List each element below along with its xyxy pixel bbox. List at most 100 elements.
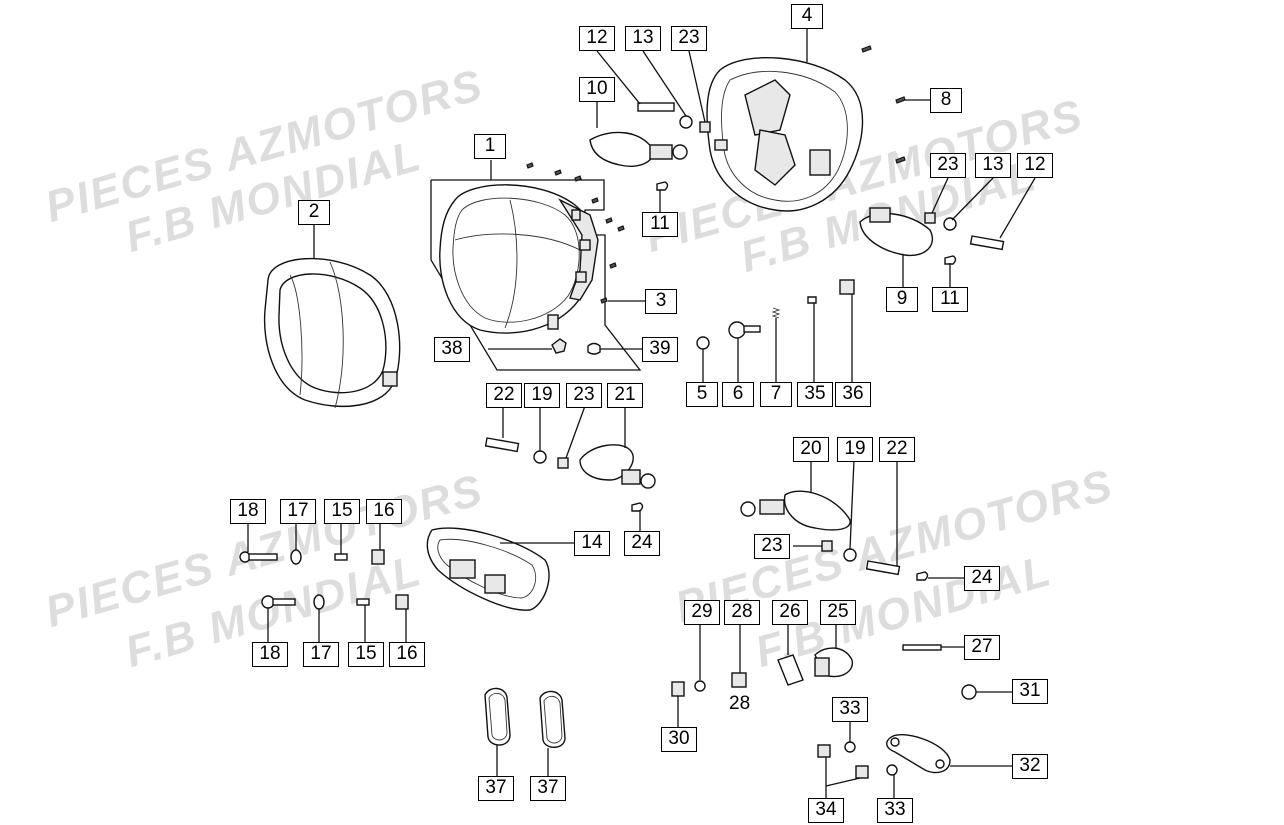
callout-22: 22: [879, 437, 915, 462]
callout-13: 13: [975, 153, 1011, 178]
callout-33: 33: [832, 697, 868, 722]
bulb: [944, 255, 957, 265]
washer: [533, 450, 547, 464]
callout-24: 24: [624, 531, 660, 556]
callout-26: 26: [772, 600, 808, 625]
nut: [821, 540, 833, 552]
indicator-rear-left: [579, 444, 656, 489]
callout-24: 24: [964, 566, 1000, 591]
license-lamp: [814, 647, 854, 678]
nut: [924, 212, 936, 224]
callout-20: 20: [793, 437, 829, 462]
grommet: [839, 279, 855, 295]
callout-32: 32: [1012, 754, 1048, 779]
callout-19: 19: [837, 437, 873, 462]
bolt: [637, 102, 675, 112]
bulb-socket: [551, 338, 567, 354]
callout-37: 37: [530, 776, 566, 801]
callout-34: 34: [808, 798, 844, 823]
callout-18: 18: [252, 642, 288, 667]
tail-light-hardware-bottom: [261, 594, 409, 610]
callout-30: 30: [661, 727, 697, 752]
callout-9: 9: [886, 287, 918, 312]
nut: [855, 765, 869, 779]
callout-6: 6: [722, 382, 754, 407]
callout-28: 28: [724, 600, 760, 625]
callout-35: 35: [797, 382, 833, 407]
screw: [807, 296, 817, 304]
washer: [943, 217, 957, 231]
headlight-rim: [263, 257, 401, 409]
bulb: [961, 684, 977, 700]
nut: [699, 121, 711, 133]
grommet: [731, 672, 747, 688]
washer: [844, 741, 856, 753]
callout-8: 8: [930, 88, 962, 113]
callout-17: 17: [280, 499, 316, 524]
nut: [671, 681, 685, 697]
callout-16: 16: [389, 642, 425, 667]
callout-27: 27: [964, 635, 1000, 660]
callout-29: 29: [684, 600, 720, 625]
headlight-housing: [706, 56, 864, 212]
callout-13: 13: [625, 26, 661, 51]
nut: [557, 457, 569, 469]
screw: [902, 644, 942, 651]
callout-1: 1: [474, 134, 506, 159]
callout-23: 23: [754, 534, 790, 559]
bulb: [631, 502, 644, 512]
tail-light-hardware-top: [239, 549, 385, 565]
callout-10: 10: [579, 77, 615, 102]
bulb: [656, 181, 669, 191]
callout-5: 5: [686, 382, 718, 407]
callout-23: 23: [930, 153, 966, 178]
callout-15: 15: [348, 642, 384, 667]
callout-14: 14: [574, 531, 610, 556]
callout-38: 38: [434, 337, 470, 362]
callout-15: 15: [324, 499, 360, 524]
lamp-gasket: [777, 654, 804, 686]
adjuster-screw: [728, 321, 761, 339]
callout-17: 17: [303, 642, 339, 667]
screw: [895, 96, 906, 104]
callout-25: 25: [820, 600, 856, 625]
callout-3: 3: [645, 289, 677, 314]
nut: [817, 744, 831, 758]
headlight-unit: [439, 184, 599, 334]
washer: [696, 336, 710, 350]
tail-light: [426, 527, 550, 611]
callout-18: 18: [230, 499, 266, 524]
callout-37: 37: [478, 776, 514, 801]
headlight-group-outline: [430, 179, 642, 371]
callout-36: 36: [835, 382, 871, 407]
callout-21: 21: [607, 383, 643, 408]
callout-16: 16: [366, 499, 402, 524]
callout-19: 19: [524, 383, 560, 408]
callout-11: 11: [642, 212, 678, 237]
callout-28-text: 28: [729, 693, 751, 714]
license-bracket: [886, 733, 951, 774]
washer: [886, 764, 898, 776]
callout-12: 12: [579, 26, 615, 51]
callout-31: 31: [1012, 679, 1048, 704]
bolt: [865, 560, 901, 576]
washer: [679, 115, 693, 129]
bolt: [484, 437, 520, 453]
washer: [843, 548, 857, 562]
indicator-front-right: [859, 207, 933, 257]
washer: [694, 680, 706, 692]
spring: [771, 307, 781, 319]
screw: [861, 45, 872, 53]
reflector-left: [484, 687, 511, 746]
bulb: [916, 571, 929, 581]
callout-33: 33: [877, 798, 913, 823]
indicator-front-left: [589, 131, 688, 167]
callout-23: 23: [566, 383, 602, 408]
callout-11: 11: [932, 287, 968, 312]
bolt: [969, 235, 1005, 251]
callout-4: 4: [791, 4, 823, 29]
callout-23: 23: [671, 26, 707, 51]
callout-2: 2: [298, 200, 330, 225]
